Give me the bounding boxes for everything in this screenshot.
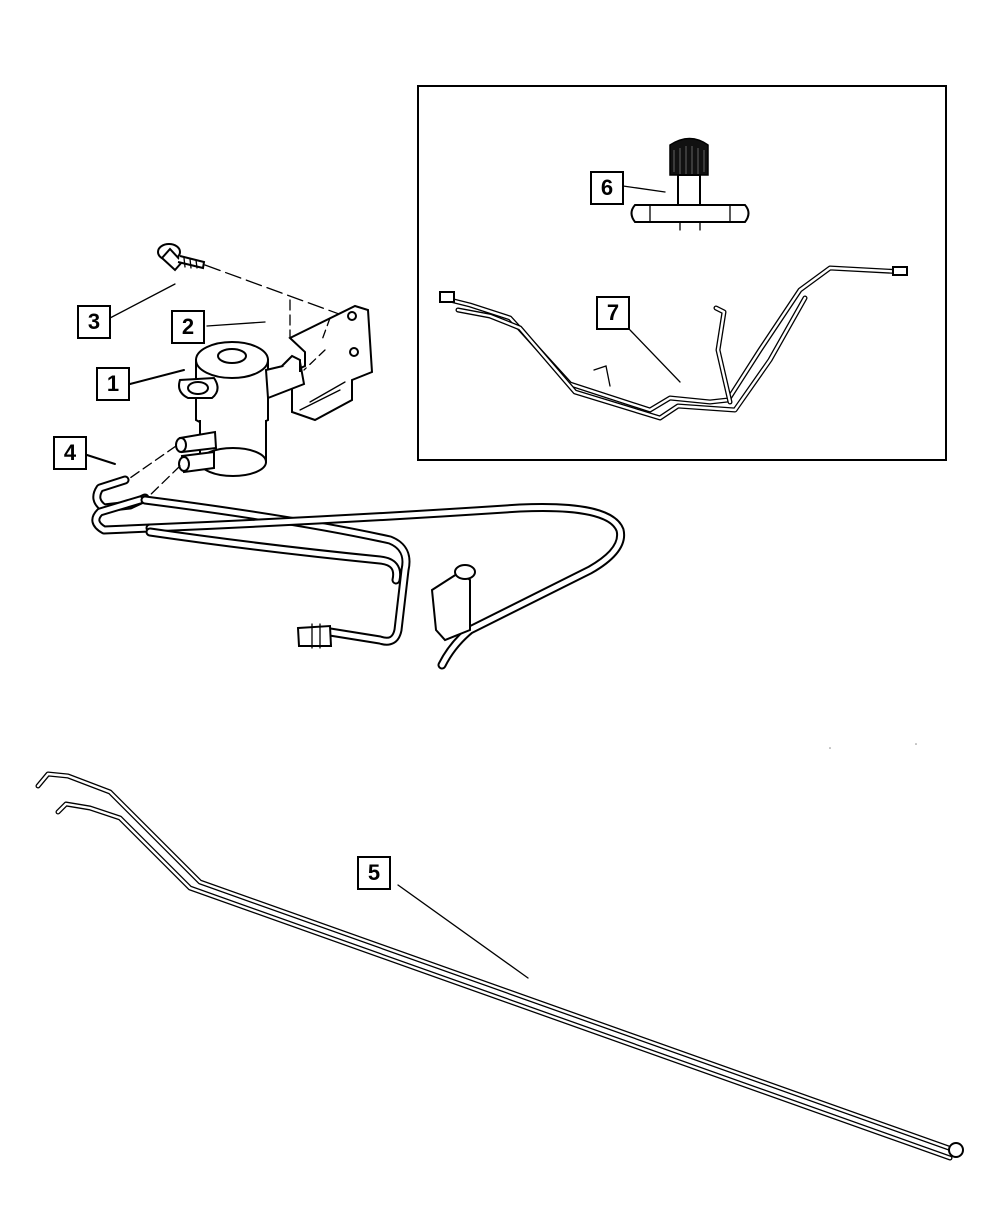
callout-5: 5 — [357, 856, 391, 890]
callout-7: 7 — [596, 296, 630, 330]
bolt-leader-dashed — [204, 264, 351, 319]
hose-connect-dashed — [129, 445, 181, 501]
solenoid-valve-part — [175, 341, 306, 477]
speck-mark — [829, 747, 831, 749]
leader-7 — [629, 329, 681, 383]
bolt-part — [157, 243, 206, 272]
leader-2 — [206, 321, 266, 327]
leader-3 — [109, 283, 176, 319]
long-line-part — [35, 771, 964, 1161]
callout-4: 4 — [53, 436, 87, 470]
callout-2: 2 — [171, 310, 205, 344]
bracket-part — [288, 299, 374, 422]
inset-frame — [417, 85, 947, 461]
leader-4 — [86, 454, 116, 465]
hose-harness-part — [91, 475, 626, 670]
callout-1: 1 — [96, 367, 130, 401]
inset-line-part — [439, 265, 908, 421]
leader-1 — [129, 369, 185, 385]
leader-6 — [622, 185, 666, 193]
leader-5 — [397, 884, 529, 979]
callout-3: 3 — [77, 305, 111, 339]
speck-mark — [915, 743, 917, 745]
tee-connector-part — [630, 137, 750, 231]
callout-6: 6 — [590, 171, 624, 205]
